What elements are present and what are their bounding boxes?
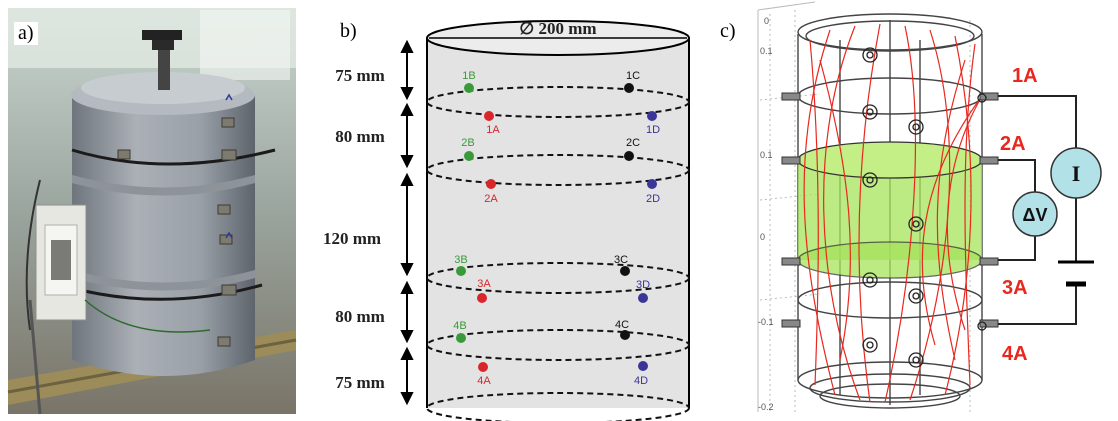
electrode-label-1b: 1B	[462, 70, 475, 82]
electrode-3a	[477, 293, 487, 303]
electrode-label-2d: 2D	[646, 193, 660, 205]
panel-c-simulation: c) 0 0.1 0.1 0 -0.1 -0.2	[720, 0, 1118, 421]
panel-b-schematic: b) ∅ 200 mm 75 mm 80	[300, 0, 720, 421]
electrode-2c	[624, 151, 634, 161]
electrode-label-1d: 1D	[646, 124, 660, 136]
electrode-label-1c: 1C	[626, 70, 640, 82]
electrodes-ring-4: 4B 4C 4A 4D	[453, 319, 648, 387]
electrode-label-4d: 4D	[634, 375, 648, 387]
electrode-1c	[624, 83, 634, 93]
dim-label-4: 80 mm	[335, 307, 385, 326]
electrode-label-3d: 3D	[636, 279, 650, 291]
electrode-1d	[647, 111, 657, 121]
panel-a-letter: a)	[14, 22, 38, 45]
electrode-label-2a: 2A	[484, 193, 498, 205]
electrode-label-4b: 4B	[453, 320, 466, 332]
ring-2	[426, 154, 690, 186]
tick-neg0.2: -0.2	[758, 402, 774, 412]
current-symbol: I	[1072, 161, 1081, 186]
electrode-label-4c: 4C	[615, 319, 629, 331]
electrode-label-2b: 2B	[461, 137, 474, 149]
tick-neg0.1: -0.1	[758, 317, 774, 327]
voltage-symbol: ΔV	[1023, 205, 1048, 225]
electrode-label-3b: 3B	[454, 254, 467, 266]
electrodes-ring-2: 2B 2C 2A 2D	[461, 137, 660, 205]
circuit-wires	[998, 95, 1077, 325]
tick-0: 0	[760, 232, 765, 242]
ring-3	[426, 262, 690, 294]
electrode-4b	[456, 333, 466, 343]
electrode-1b	[464, 83, 474, 93]
current-meter: I	[1050, 147, 1102, 199]
electrode-4d	[638, 361, 648, 371]
dimension-arrows	[400, 39, 414, 406]
dim-label-2: 80 mm	[335, 127, 385, 146]
electrode-label-3a: 3A	[477, 278, 491, 290]
dim-label-1: 75 mm	[335, 66, 385, 85]
tank-photo	[7, 8, 297, 415]
electrode-circles	[862, 47, 987, 368]
electrodes-ring-1: 1B 1C 1A 1D	[462, 70, 660, 136]
cylinder-body	[427, 38, 689, 408]
electrode-3d	[638, 293, 648, 303]
electrode-2a	[486, 179, 496, 189]
field-simulation: 0 0.1 0.1 0 -0.1 -0.2	[757, 1, 1102, 412]
electrode-1a	[484, 111, 494, 121]
label-3a: 3A	[1002, 277, 1028, 299]
electrode-2b	[464, 151, 474, 161]
tick-0-top: 0	[764, 16, 769, 26]
electrodes-ring-3: 3B 3C 3A 3D	[454, 254, 650, 303]
electrode-label-2c: 2C	[626, 137, 640, 149]
label-4a: 4A	[1002, 343, 1028, 365]
electrode-3b	[456, 266, 466, 276]
tick-0.1: 0.1	[760, 150, 773, 160]
electrode-4a	[478, 362, 488, 372]
field-lines	[803, 23, 983, 403]
panel-b-letter: b)	[340, 20, 357, 42]
label-2a: 2A	[1000, 133, 1026, 155]
diameter-label: ∅ 200 mm	[519, 19, 596, 38]
ring-bottom	[426, 392, 690, 421]
electrode-rods	[781, 92, 999, 328]
cylinder-schematic: ∅ 200 mm 75 mm 80 mm 120 mm 80 mm 75 mm …	[323, 19, 690, 421]
electrode-2d	[647, 179, 657, 189]
tick-0.1-top: 0.1	[760, 46, 773, 56]
dim-label-5: 75 mm	[335, 373, 385, 392]
electrode-label-1a: 1A	[486, 124, 500, 136]
voltage-meter: ΔV	[1012, 191, 1058, 237]
electrode-3c	[620, 266, 630, 276]
electrode-label-3c: 3C	[614, 254, 628, 266]
electrode-4c	[620, 330, 630, 340]
battery-symbol	[1058, 260, 1094, 287]
dim-label-3: 120 mm	[323, 229, 381, 248]
label-1a: 1A	[1012, 65, 1038, 87]
measurement-zone	[797, 141, 983, 279]
electrode-label-4a: 4A	[477, 375, 491, 387]
panel-c-letter: c)	[720, 20, 736, 42]
ring-1	[426, 86, 690, 118]
ring-4	[426, 329, 690, 361]
panel-a-photo: a)	[0, 0, 300, 421]
